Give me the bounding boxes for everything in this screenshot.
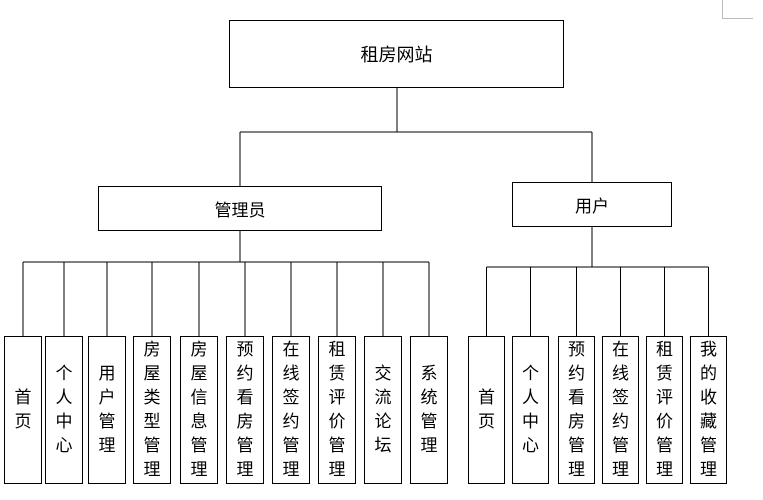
root-node: 租房网站: [229, 20, 564, 88]
admin-leaf-label: 交流论坛: [374, 364, 392, 456]
admin-leaf-label: 在线签约管理: [282, 340, 300, 480]
admin-leaf-node: 首页: [4, 336, 42, 484]
admin-leaf-node: 房屋类型管理: [133, 336, 171, 484]
user-leaf-node: 租赁评价管理: [646, 336, 683, 484]
admin-leaf-label: 用户管理: [98, 364, 116, 456]
admin-leaf-node: 在线签约管理: [272, 336, 310, 484]
user-leaf-label: 个人中心: [522, 364, 539, 456]
branch-node-user: 用户: [512, 182, 672, 227]
admin-leaf-label: 系统管理: [420, 364, 438, 456]
user-leaf-node: 预约看房管理: [558, 336, 595, 484]
admin-leaf-label: 房屋信息管理: [190, 340, 208, 480]
user-leaf-node: 我的收藏管理: [690, 336, 727, 484]
branch-node-admin: 管理员: [98, 186, 382, 231]
user-leaf-node: 个人中心: [512, 336, 549, 484]
admin-leaf-label: 预约看房管理: [236, 340, 254, 480]
admin-leaf-label: 房屋类型管理: [143, 340, 161, 480]
admin-leaf-node: 预约看房管理: [226, 336, 264, 484]
admin-leaf-label: 首页: [14, 388, 32, 432]
admin-leaf-node: 系统管理: [410, 336, 448, 484]
admin-leaf-label: 个人中心: [55, 364, 73, 456]
admin-leaf-label: 租赁评价管理: [328, 340, 346, 480]
branch-label-admin: 管理员: [214, 201, 266, 221]
branch-label-user: 用户: [575, 197, 609, 217]
user-leaf-label: 我的收藏管理: [700, 340, 717, 480]
admin-leaf-node: 房屋信息管理: [180, 336, 218, 484]
admin-leaf-node: 个人中心: [45, 336, 83, 484]
page-corner-mark: [722, 0, 753, 19]
user-leaf-node: 在线签约管理: [602, 336, 639, 484]
root-label: 租房网站: [360, 45, 433, 66]
user-leaf-label: 预约看房管理: [568, 340, 585, 480]
user-leaf-node: 首页: [468, 336, 505, 484]
admin-leaf-node: 租赁评价管理: [318, 336, 356, 484]
user-leaf-label: 租赁评价管理: [656, 340, 673, 480]
user-leaf-label: 在线签约管理: [612, 340, 629, 480]
admin-leaf-node: 用户管理: [88, 336, 126, 484]
admin-leaf-node: 交流论坛: [364, 336, 402, 484]
user-leaf-label: 首页: [478, 388, 495, 432]
